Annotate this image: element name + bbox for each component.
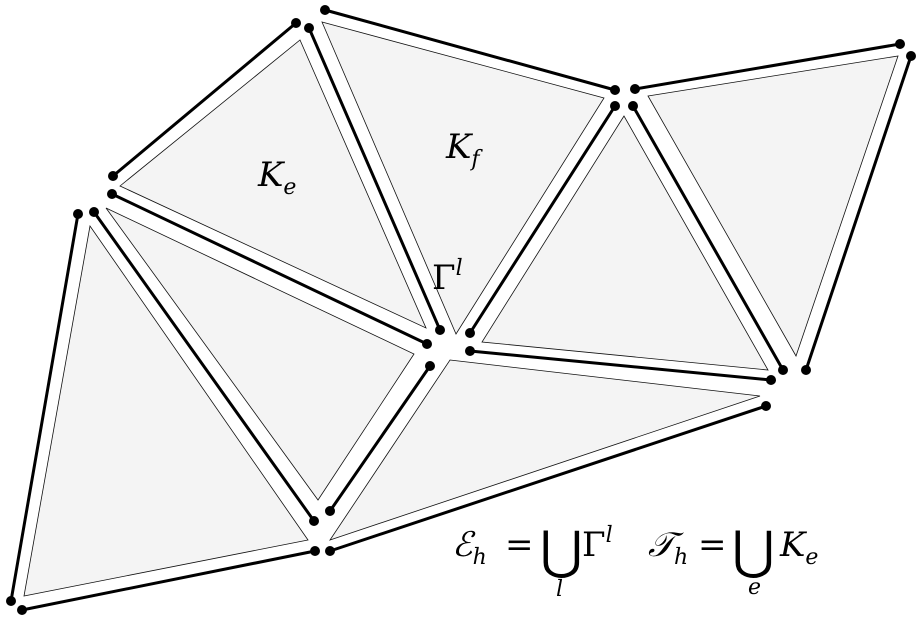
node [325, 546, 335, 556]
element-kf [321, 21, 605, 335]
edge [307, 26, 442, 332]
edge [328, 364, 432, 513]
formula-mesh-index: e [748, 575, 761, 600]
node [465, 346, 475, 356]
element-ke [119, 39, 427, 329]
formula-edge-set-index: l [556, 577, 563, 602]
edge [631, 104, 785, 372]
union-symbol: ⋃ [732, 521, 775, 581]
node [6, 596, 16, 606]
node [108, 171, 118, 181]
node [107, 189, 117, 199]
formula-mesh-eq: = [698, 525, 727, 565]
node [610, 101, 620, 111]
element-right-top [647, 55, 899, 357]
edge [111, 21, 298, 178]
element-center-right [481, 115, 769, 371]
edge [110, 192, 429, 346]
formula-mesh: 𝒯h = ⋃ e Ke [648, 521, 818, 600]
mesh-elements [23, 21, 899, 597]
formula-mesh-term: Ke [779, 525, 818, 570]
node [309, 516, 319, 526]
edge [328, 404, 768, 553]
node [895, 39, 905, 49]
edge [468, 104, 617, 335]
formula-edge-set-eq: = [505, 525, 534, 565]
node [304, 23, 314, 33]
edge [20, 549, 317, 612]
edge [633, 42, 902, 91]
node [17, 605, 27, 615]
element-bottom-wide [329, 359, 761, 541]
node [325, 506, 335, 516]
formula-edge-set-lhs: ℰh [452, 525, 487, 570]
node [766, 375, 776, 385]
node [422, 339, 432, 349]
mesh-edges [9, 8, 913, 612]
mesh-nodes [6, 5, 916, 615]
label-gamma-l: Γl [432, 256, 463, 298]
node [425, 361, 435, 371]
node [906, 51, 916, 61]
node [291, 18, 301, 28]
element-center-left [105, 207, 415, 501]
label-k-e: Ke [257, 155, 296, 200]
edge [468, 349, 773, 382]
node [435, 325, 445, 335]
formula-edge-set-term: Γl [582, 523, 613, 565]
edge [804, 54, 913, 372]
node [628, 101, 638, 111]
formula-mesh-lhs: 𝒯h [648, 525, 688, 570]
formula-edge-set: ℰh = ⋃ l Γl [452, 521, 613, 602]
node [778, 365, 788, 375]
union-symbol: ⋃ [540, 521, 583, 581]
edge [9, 212, 80, 603]
node [310, 546, 320, 556]
node [73, 209, 83, 219]
node [761, 401, 771, 411]
node [630, 84, 640, 94]
node [610, 85, 620, 95]
node [320, 5, 330, 15]
node [801, 365, 811, 375]
element-left-bottom [23, 224, 309, 597]
edge [92, 210, 316, 523]
node [465, 328, 475, 338]
edge [323, 8, 617, 92]
node [89, 207, 99, 217]
